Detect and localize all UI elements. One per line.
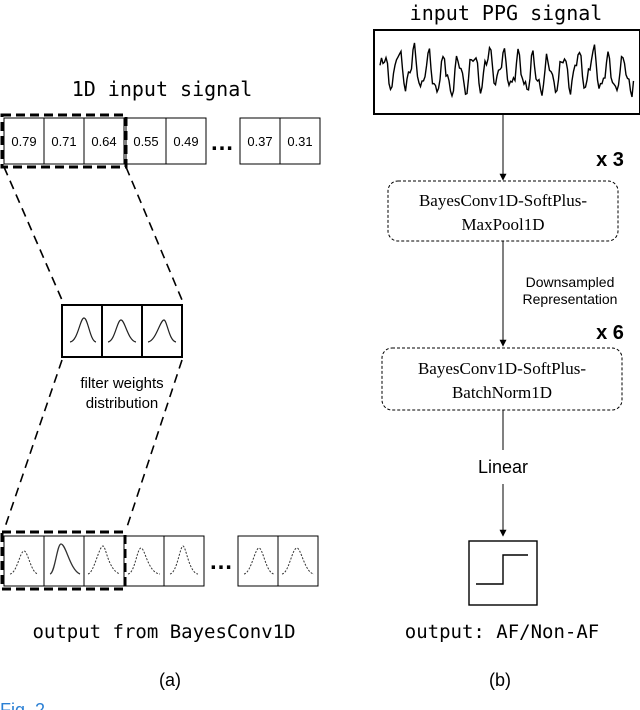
input-cell [279,117,321,165]
ppg-signal-title: input PPG signal [410,1,603,25]
gaussian-curve-icon [69,317,97,343]
step-function-icon [476,554,528,585]
input-cell [239,117,281,165]
filter-weight-cell [101,304,143,358]
output-cell [163,535,205,587]
gaussian-curve-icon [127,547,161,575]
output-cell [123,535,165,587]
gaussian-curve-icon [87,545,121,575]
input-cell [3,117,45,165]
output-cells [3,535,319,587]
panel-b: input PPG signal x 3 BayesConv1D-SoftPlu… [373,1,640,690]
figure-caption-fragment: Fig. 2 [0,700,45,710]
filter-weights [61,304,183,358]
gaussian-curve-icon [243,547,275,575]
input-value: 0.64 [91,134,116,149]
filter-label-line2: distribution [86,395,159,412]
input-value: 0.37 [247,134,272,149]
input-cell [165,117,207,165]
gaussian-curve-icon [281,547,315,575]
output-receptive-field [0,530,127,591]
input-receptive-field [0,113,128,169]
block2-line1: BayesConv1D-SoftPlus- [418,359,586,378]
input-cell [43,117,85,165]
edge-label-line2: Representation [523,291,618,307]
output-cell [277,535,319,587]
classification-output-label: output: AF/Non-AF [405,621,599,643]
output-cell [43,535,85,587]
repeat-count-1: x 3 [596,149,624,171]
gaussian-curve-icon [49,543,81,575]
block2-line2: BatchNorm1D [452,383,552,402]
caption-a: (a) [159,670,181,690]
gaussian-curve-icon [147,319,177,343]
block-conv-batchnorm [381,347,623,411]
input-value: 0.79 [11,134,36,149]
input-cell [83,117,125,165]
input-value: 0.49 [173,134,198,149]
filter-weight-cell [141,304,183,358]
input-ellipsis: … [210,129,234,156]
output-cell [3,535,45,587]
gaussian-curve-icon [9,550,39,575]
gaussian-curve-icon [169,545,199,575]
edge-label-line1: Downsampled [526,274,615,290]
ppg-waveform [379,42,635,99]
receptive-field-connectors [3,166,183,531]
input-value: 0.55 [133,134,158,149]
output-label: output from BayesConv1D [32,621,295,643]
output-cell [83,535,125,587]
filter-label-line1: filter weights [80,375,163,392]
block1-line1: BayesConv1D-SoftPlus- [419,191,587,210]
output-cell [237,535,279,587]
panel-a: 1D input signal 0.79 0.71 0.64 0.55 0.49… [0,77,321,690]
gaussian-curve-icon [107,319,137,343]
input-signal-title: 1D input signal [72,77,253,101]
block1-line2: MaxPool1D [461,215,544,234]
repeat-count-2: x 6 [596,322,624,344]
caption-b: (b) [489,670,511,690]
output-ellipsis: … [209,548,233,575]
input-value: 0.71 [51,134,76,149]
linear-label: Linear [478,457,528,477]
filter-weight-cell [61,304,103,358]
input-signal-cells: 0.79 0.71 0.64 0.55 0.49 0.37 0.31 [3,117,321,165]
input-value: 0.31 [287,134,312,149]
